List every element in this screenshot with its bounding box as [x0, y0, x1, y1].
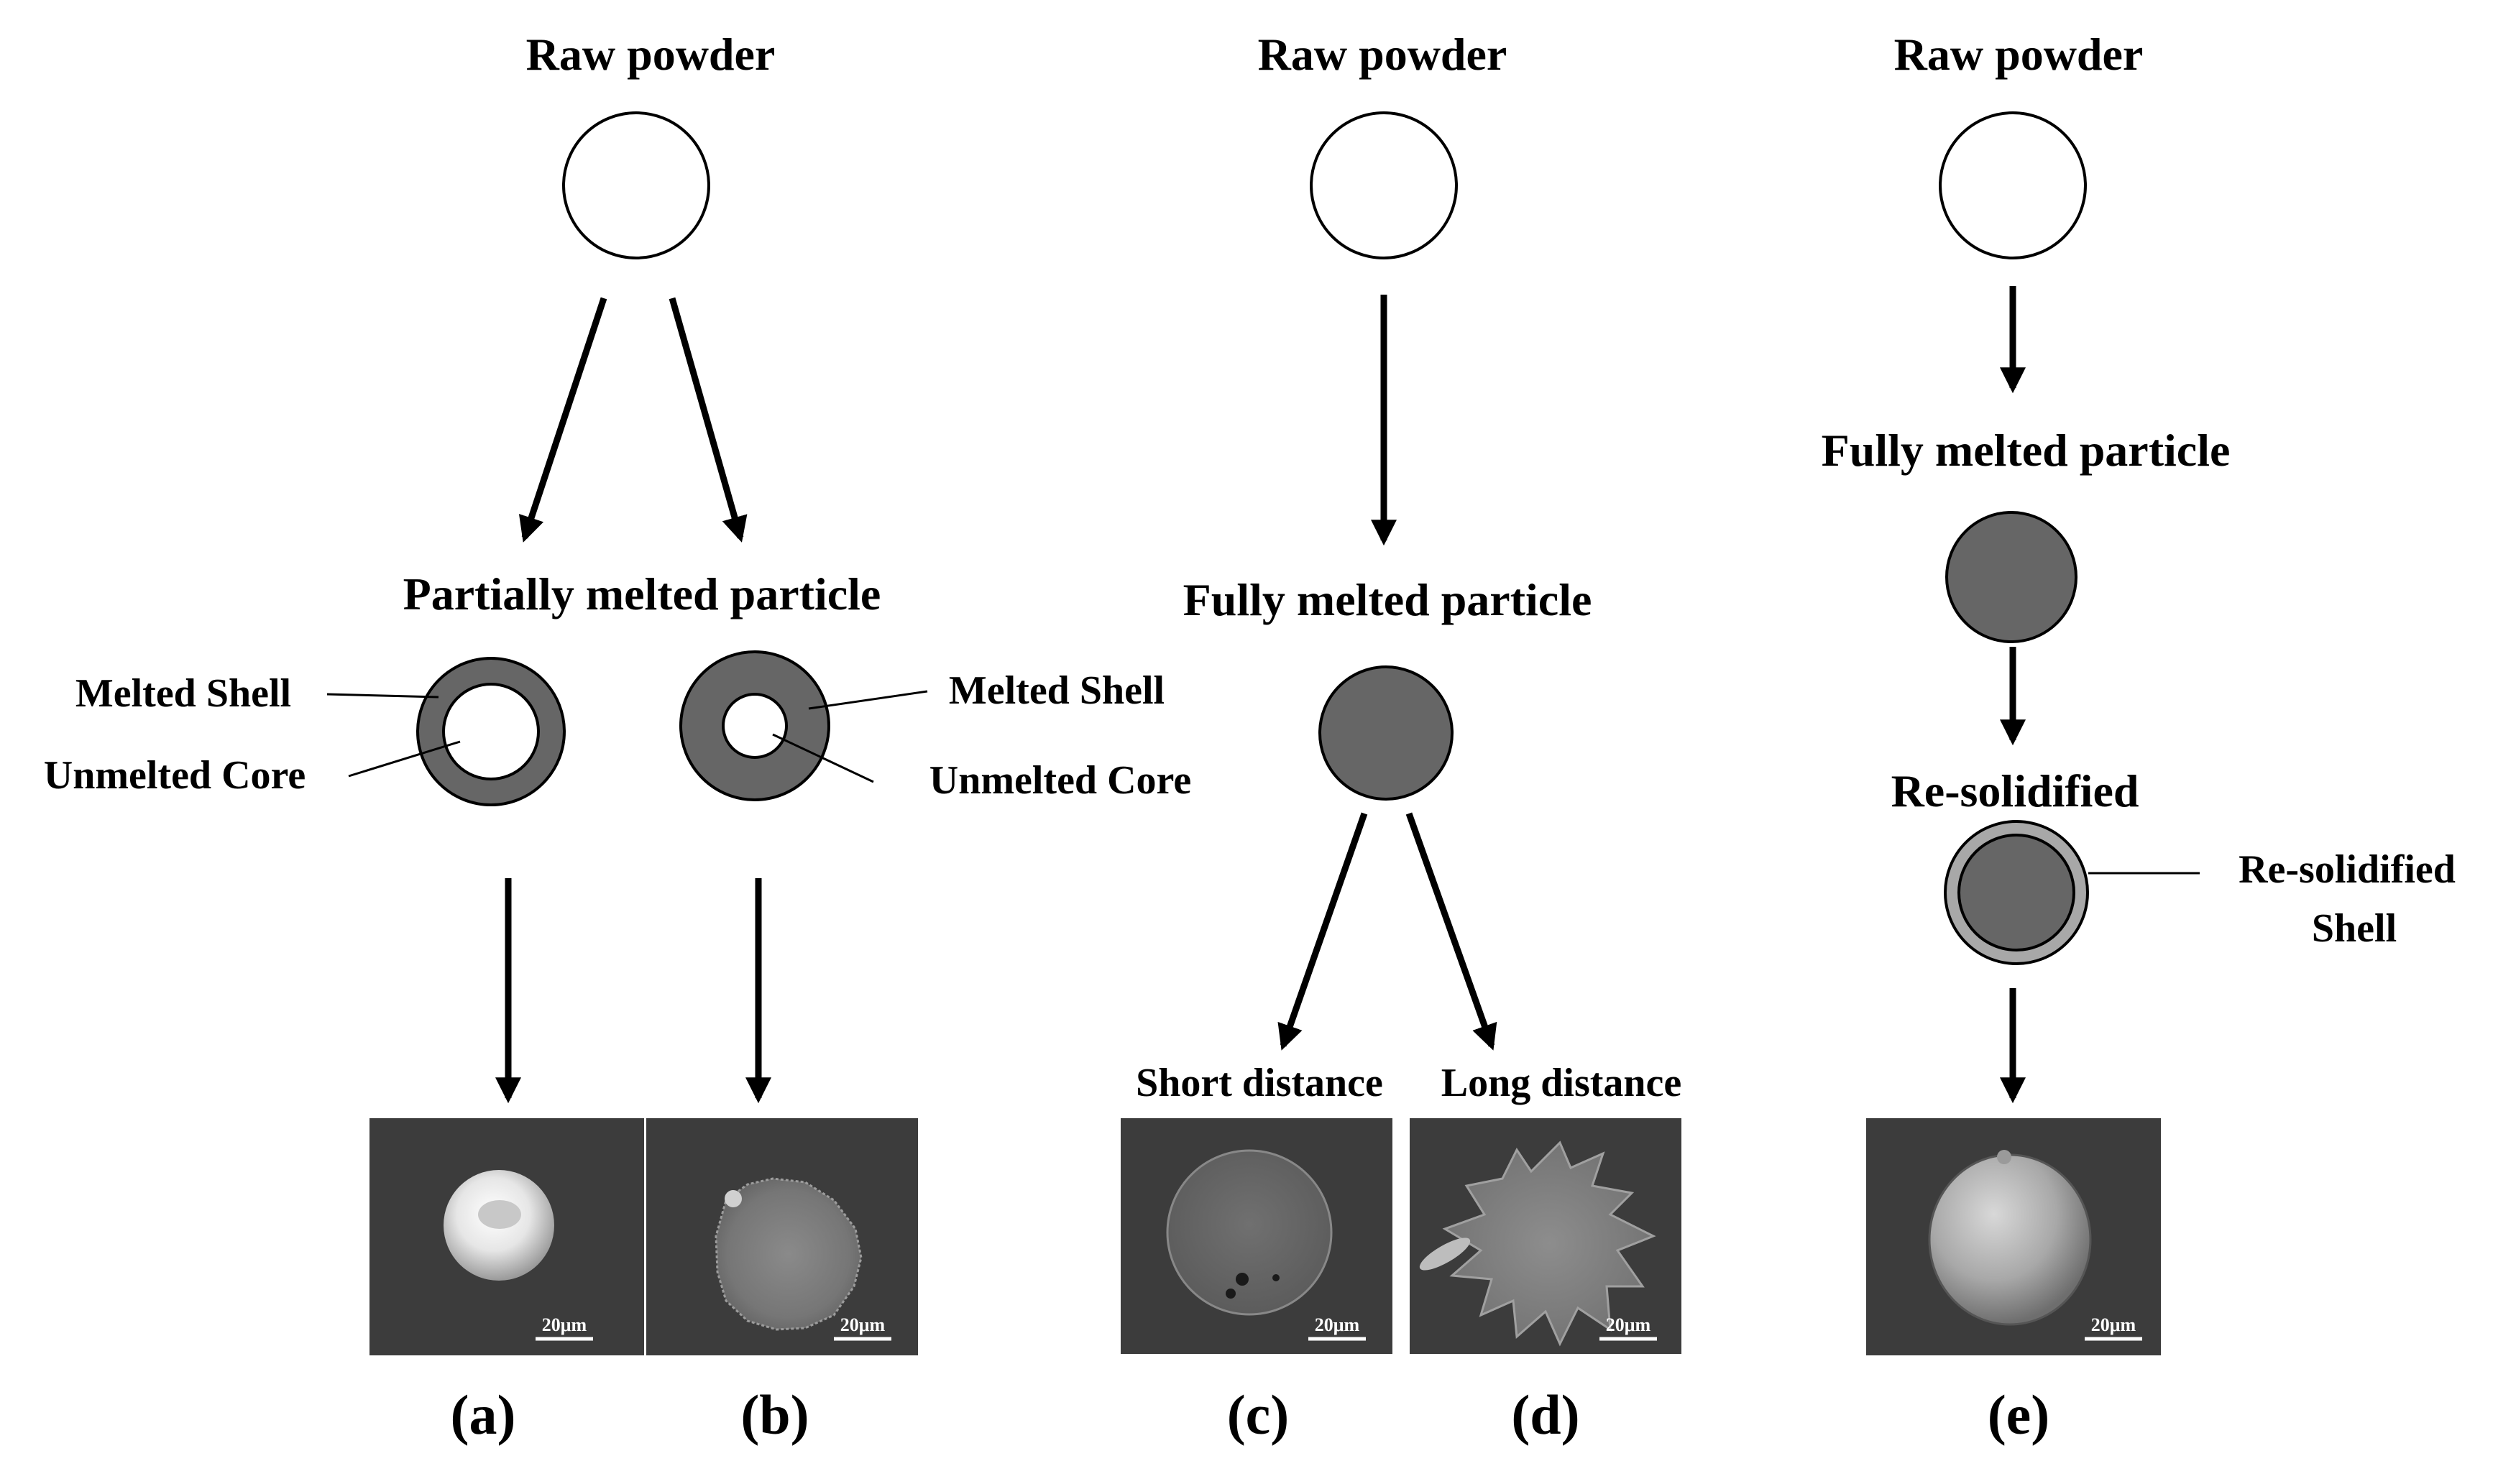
caption-e: (e): [1988, 1383, 2050, 1446]
resolidified-shell-label-line2: Shell: [2312, 906, 2397, 951]
panel-partially-melted: Raw powder Partially melted particle Mel…: [44, 29, 1191, 1446]
unmelted-core-label-left: Unmelted Core: [44, 753, 306, 798]
sem-image-c: 20μm: [1121, 1118, 1392, 1354]
leader-melted-shell-right: [808, 690, 928, 710]
caption-a: (a): [451, 1383, 516, 1446]
melted-shell-label-right: Melted Shell: [949, 668, 1165, 713]
scale-bar-c: 20μm: [1315, 1314, 1360, 1335]
raw-powder-particle-3: [1939, 111, 2087, 259]
sem-image-e: 20μm: [1866, 1118, 2161, 1355]
resolidified-shell-label-line1: Re-solidified: [2239, 847, 2456, 892]
scale-bar-d: 20μm: [1606, 1314, 1651, 1335]
panel-resolidified: Raw powder Fully melted particle Re-soli…: [1822, 29, 2456, 1446]
short-distance-label: Short distance: [1136, 1061, 1383, 1105]
leader-unmelted-core-left: [348, 740, 461, 778]
raw-powder-label-1: Raw powder: [526, 29, 776, 80]
scale-bar-e: 20μm: [2091, 1314, 2136, 1335]
resolidified-particle-core: [1957, 834, 2075, 951]
long-distance-label: Long distance: [1441, 1061, 1682, 1105]
melted-shell-label-left: Melted Shell: [75, 671, 291, 716]
fully-melted-particle-3: [1945, 511, 2077, 643]
raw-powder-label-3: Raw powder: [1894, 29, 2144, 80]
scale-bar-a: 20μm: [542, 1314, 587, 1335]
raw-powder-label-2: Raw powder: [1258, 29, 1507, 80]
leader-unmelted-core-right: [772, 733, 874, 783]
partially-melted-label: Partially melted particle: [403, 568, 881, 619]
arrow-to-partial-left: [518, 297, 607, 543]
unmelted-core-small: [722, 693, 788, 759]
unmelted-core-large: [442, 683, 540, 780]
caption-b: (b): [740, 1383, 809, 1446]
fully-melted-label-3: Fully melted particle: [1822, 425, 2231, 476]
sem-image-d: 20μm: [1410, 1118, 1681, 1354]
fully-melted-particle-2: [1318, 665, 1454, 801]
unmelted-core-label-right: Unmelted Core: [929, 758, 1191, 803]
scale-bar-b: 20μm: [840, 1314, 886, 1335]
leader-melted-shell-left: [326, 693, 439, 699]
sem-image-b: 20μm: [646, 1118, 918, 1355]
arrow-short-distance: [1277, 812, 1368, 1051]
arrow-to-partial-right: [669, 297, 748, 543]
arrow-long-distance: [1405, 812, 1497, 1051]
raw-powder-particle-1: [562, 111, 710, 259]
fully-melted-label-2: Fully melted particle: [1183, 574, 1592, 625]
raw-powder-particle-2: [1310, 111, 1458, 259]
caption-c: (c): [1227, 1383, 1290, 1446]
caption-d: (d): [1511, 1383, 1579, 1446]
resolidified-label: Re-solidified: [1891, 765, 2139, 816]
sem-image-a: 20μm: [369, 1118, 644, 1355]
panel-fully-melted-distance: Raw powder Fully melted particle Short d…: [1121, 29, 1681, 1446]
